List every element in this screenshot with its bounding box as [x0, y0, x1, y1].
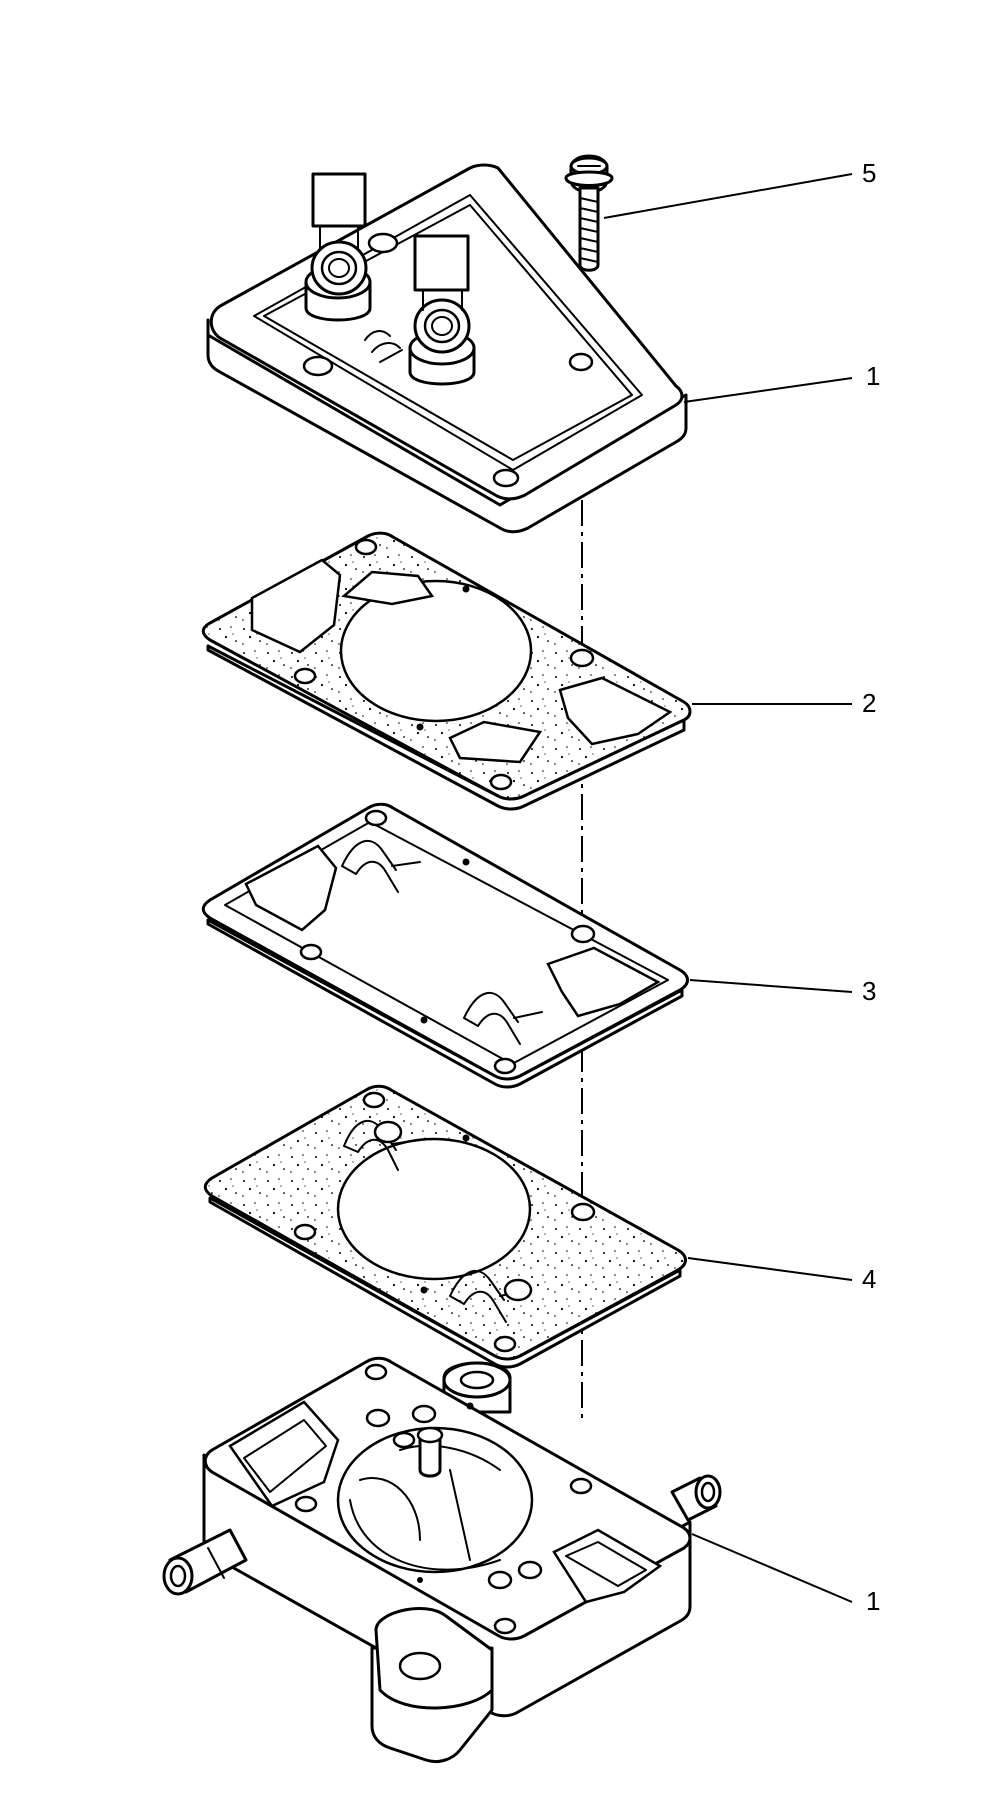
callout-cover: 1: [866, 361, 880, 391]
inlet-nozzle-left: [162, 1528, 248, 1596]
callout-body: 1: [866, 1586, 880, 1616]
outlet-nozzle-right: [670, 1474, 722, 1522]
leader-lines: [603, 173, 853, 1603]
gasket-part: [201, 531, 692, 811]
callout-screw: 5: [862, 158, 876, 188]
callout-gasket: 2: [862, 688, 876, 718]
fitting-right: [408, 234, 476, 386]
top-cover-part: [206, 163, 688, 534]
fitting-left: [304, 172, 372, 322]
diaphragm-part: [201, 802, 689, 1089]
screw-part: [564, 154, 614, 272]
lower-gasket-part: [203, 1084, 687, 1369]
callout-diaphragm: 3: [862, 976, 876, 1006]
pump-body-part: [162, 1356, 722, 1764]
callout-lower-gasket: 4: [862, 1264, 876, 1294]
